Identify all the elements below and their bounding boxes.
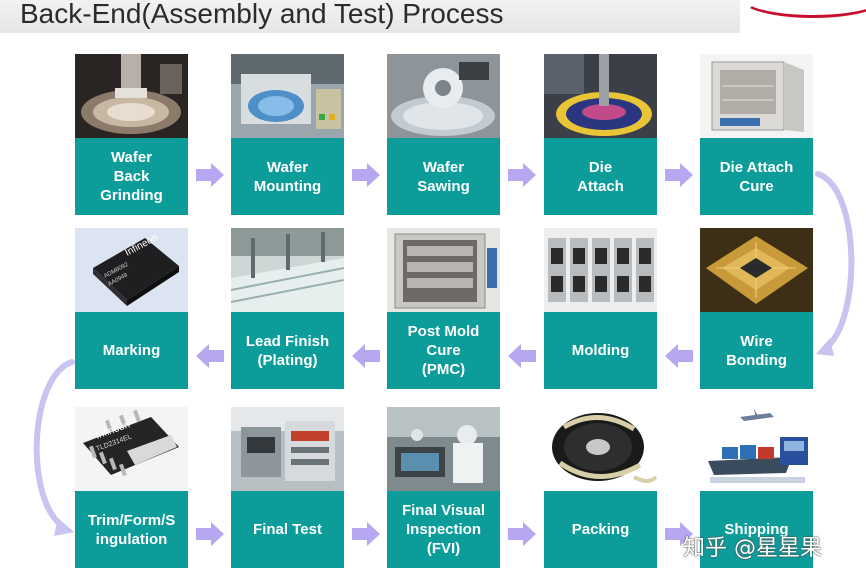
title-bar: Back-End(Assembly and Test) Process [0, 0, 740, 33]
step-label: Die Attach Cure [700, 138, 813, 215]
arrow-left-icon [196, 344, 224, 368]
arrow-right-icon [352, 522, 380, 546]
step-shipping: Shipping [700, 407, 813, 568]
step-marking: Infineon ADM8092 AA0949 Marking [75, 228, 188, 389]
wafer-mounting-photo [231, 54, 344, 138]
wafer-sawing-photo [387, 54, 500, 138]
arrow-right-icon [196, 163, 224, 187]
tape-reel-photo [544, 407, 657, 491]
step-molding: Molding [544, 228, 657, 389]
step-wafer-mounting: Wafer Mounting [231, 54, 344, 215]
step-label: Final Test [231, 491, 344, 568]
step-wafer-sawing: Wafer Sawing [387, 54, 500, 215]
arrow-right-icon [665, 163, 693, 187]
curve-arrow-left-icon [33, 359, 75, 536]
step-final-test: Final Test [231, 407, 344, 568]
page-title: Back-End(Assembly and Test) Process [20, 0, 504, 29]
step-trim-form-singulation: Infineon TLD2314EL Trim/Form/S ingulatio… [75, 407, 188, 568]
molding-strip-photo [544, 228, 657, 312]
die-attach-photo [544, 54, 657, 138]
step-label: Wire Bonding [700, 312, 813, 389]
cure-oven-photo [700, 54, 813, 138]
step-label: Post Mold Cure (PMC) [387, 312, 500, 389]
arrow-right-icon [508, 163, 536, 187]
arrow-right-icon [665, 522, 693, 546]
step-label: Wafer Sawing [387, 138, 500, 215]
step-die-attach-cure: Die Attach Cure [700, 54, 813, 215]
step-label: Final Visual Inspection (FVI) [387, 491, 500, 568]
arrow-left-icon [352, 344, 380, 368]
step-final-visual-inspection: Final Visual Inspection (FVI) [387, 407, 500, 568]
marked-chip-photo: Infineon ADM8092 AA0949 [75, 228, 188, 312]
curve-arrow-right-icon [815, 171, 855, 356]
step-label: Shipping [700, 491, 813, 568]
step-label: Wafer Mounting [231, 138, 344, 215]
step-lead-finish: Lead Finish (Plating) [231, 228, 344, 389]
step-packing: Packing [544, 407, 657, 568]
step-post-mold-cure: Post Mold Cure (PMC) [387, 228, 500, 389]
watermark: 知乎 @星星果 [683, 536, 822, 561]
final-test-photo [231, 407, 344, 491]
plating-line-photo [231, 228, 344, 312]
arrow-right-icon [352, 163, 380, 187]
step-wafer-back-grinding: Wafer Back Grinding [75, 54, 188, 215]
shipping-photo [700, 407, 813, 491]
pmc-oven-photo [387, 228, 500, 312]
inspection-photo [387, 407, 500, 491]
step-label: Wafer Back Grinding [75, 138, 188, 215]
arrow-right-icon [508, 522, 536, 546]
step-label: Trim/Form/S ingulation [75, 491, 188, 568]
trimmed-package-photo: Infineon TLD2314EL [75, 407, 188, 491]
step-die-attach: Die Attach [544, 54, 657, 215]
arrow-left-icon [665, 344, 693, 368]
step-wire-bonding: Wire Bonding [700, 228, 813, 389]
wire-bonding-photo [700, 228, 813, 312]
wafer-grinding-photo [75, 54, 188, 138]
arrow-left-icon [508, 344, 536, 368]
step-label: Die Attach [544, 138, 657, 215]
step-label: Packing [544, 491, 657, 568]
arrow-right-icon [196, 522, 224, 546]
step-label: Lead Finish (Plating) [231, 312, 344, 389]
brand-logo-arc [740, 0, 866, 18]
step-label: Marking [75, 312, 188, 389]
step-label: Molding [544, 312, 657, 389]
